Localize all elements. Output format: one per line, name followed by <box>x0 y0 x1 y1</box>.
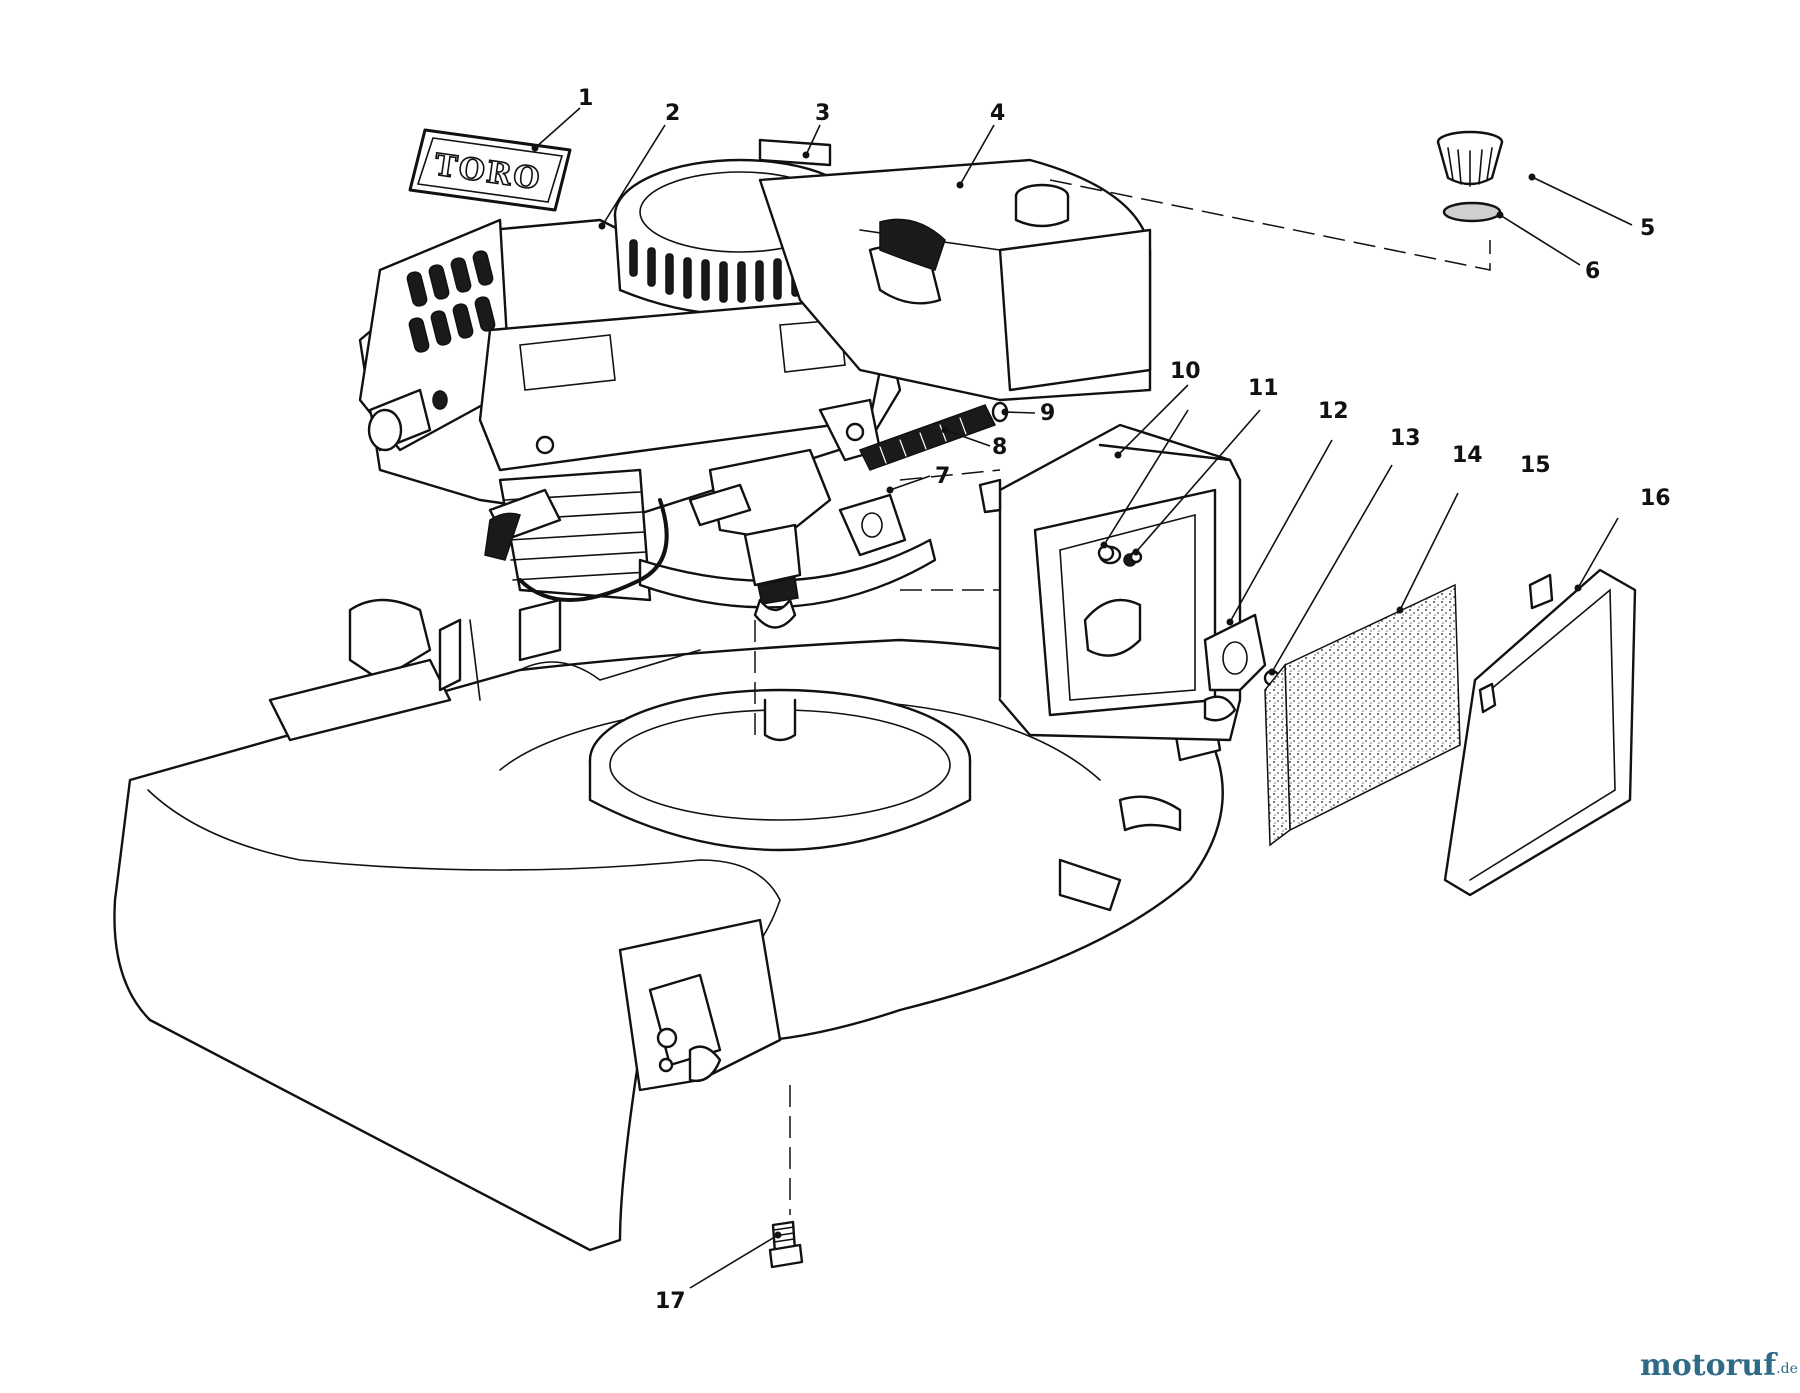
toro-brand-plate: TORO <box>408 128 572 212</box>
assembly-lines <box>754 179 1491 1215</box>
callout-8: 8 <box>992 435 1007 460</box>
svg-text:motoruf.de: motoruf.de <box>1640 1348 1798 1383</box>
callout-7: 7 <box>935 464 950 489</box>
cap-screen <box>1442 201 1502 223</box>
site-watermark: motoruf.de <box>1640 1348 1798 1383</box>
callout-3: 3 <box>815 101 830 126</box>
callout-4: 4 <box>990 101 1005 126</box>
air-cleaner-cover <box>1443 568 1637 897</box>
mower-deck <box>113 598 1224 1252</box>
callout-12: 12 <box>1318 399 1349 424</box>
watermark-tld: .de <box>1776 1361 1798 1377</box>
callout-16: 16 <box>1640 486 1671 511</box>
callout-1: 1 <box>578 86 593 111</box>
callout-9: 9 <box>1040 401 1055 426</box>
callout-15: 15 <box>1520 453 1551 478</box>
deck-bolt <box>768 1220 804 1269</box>
callout-2: 2 <box>665 101 680 126</box>
callout-6: 6 <box>1585 259 1600 284</box>
callout-13: 13 <box>1390 426 1421 451</box>
callout-labels: 1 2 3 4 5 6 7 8 9 10 11 12 13 14 15 16 1… <box>578 86 1671 1314</box>
callout-17: 17 <box>655 1289 686 1314</box>
air-cleaner-gasket <box>1203 613 1267 722</box>
callout-5: 5 <box>1640 216 1655 241</box>
mounting-screw <box>1097 544 1115 562</box>
engine-assembly <box>358 138 1152 629</box>
breather-tube <box>858 401 1009 471</box>
watermark-brand: motoruf <box>1640 1348 1778 1383</box>
callout-11: 11 <box>1248 376 1279 401</box>
air-cleaner-body <box>978 423 1242 742</box>
callout-leaders <box>531 107 1633 1289</box>
callout-10: 10 <box>1170 359 1201 384</box>
callout-14: 14 <box>1452 443 1483 468</box>
filler-cap <box>1436 130 1504 187</box>
foam-element <box>1264 583 1461 847</box>
